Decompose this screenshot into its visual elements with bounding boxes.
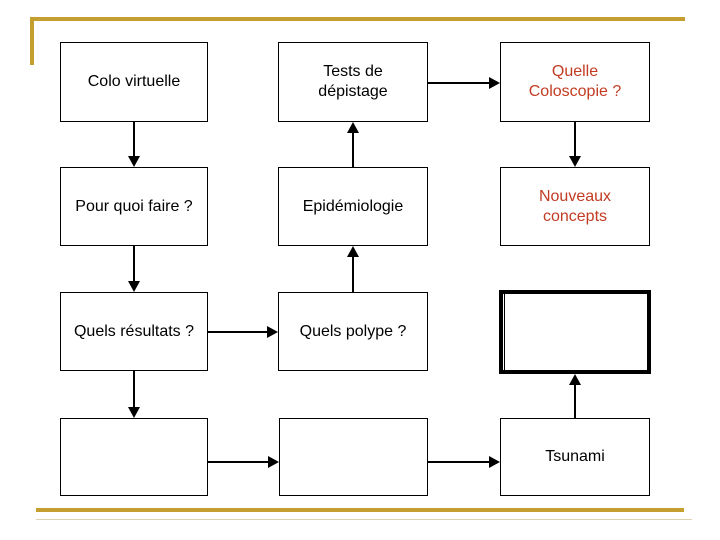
arrow-colo-virtuelle-to-pour-quoi-faire	[128, 122, 140, 167]
node-tests-depistage-label: Tests de dépistage	[318, 63, 388, 100]
node-tsunami-label: Tsunami	[545, 448, 605, 465]
node-empty-bottom-left	[60, 418, 208, 496]
arrow-quels-polype-to-epidemiologie	[347, 246, 359, 292]
node-colo-virtuelle-label: Colo virtuelle	[87, 73, 181, 90]
node-quels-resultats: Quels résultats ?	[60, 292, 208, 371]
arrow-pour-quoi-faire-to-quels-resultats	[128, 246, 140, 292]
node-tsunami: Tsunami	[500, 418, 650, 496]
arrow-empty-left-to-empty-middle	[208, 456, 279, 468]
top-left-vertical-line	[30, 17, 34, 65]
node-epidemiologie: Epidémiologie	[278, 167, 428, 246]
arrow-quels-resultats-to-quels-polype	[208, 326, 278, 338]
arrow-epidemiologie-to-tests-depistage	[347, 122, 359, 167]
node-epidemiologie-label: Epidémiologie	[302, 197, 404, 215]
node-pour-quoi-faire: Pour quoi faire ?	[60, 167, 208, 246]
arrow-empty-middle-to-tsunami	[428, 456, 500, 468]
node-quelle-coloscopie: Quelle Coloscopie ?	[500, 42, 650, 122]
top-border-line	[30, 17, 685, 21]
node-highlight-empty	[499, 290, 651, 374]
arrow-quels-resultats-to-empty-bottom-left	[128, 371, 140, 418]
arrow-tests-depistage-to-quelle-coloscopie	[428, 77, 500, 89]
node-quelle-coloscopie-label: Quelle Coloscopie ?	[528, 63, 622, 100]
node-colo-virtuelle: Colo virtuelle	[60, 42, 208, 122]
arrow-tsunami-to-highlight-box	[569, 374, 581, 418]
node-quels-resultats-label: Quels résultats ?	[73, 322, 195, 340]
bottom-border-faint-line	[36, 519, 692, 520]
arrow-quelle-coloscopie-to-nouveaux-concepts	[569, 122, 581, 167]
node-tests-depistage: Tests de dépistage	[278, 42, 428, 122]
bottom-border-line	[36, 508, 684, 512]
node-quels-polype-label: Quels polype ?	[299, 322, 407, 340]
node-nouveaux-concepts: Nouveaux concepts	[500, 167, 650, 246]
node-pour-quoi-faire-label: Pour quoi faire ?	[75, 197, 193, 215]
node-nouveaux-concepts-label: Nouveaux concepts	[538, 187, 612, 225]
node-quels-polype: Quels polype ?	[278, 292, 428, 371]
node-empty-bottom-middle	[279, 418, 428, 496]
